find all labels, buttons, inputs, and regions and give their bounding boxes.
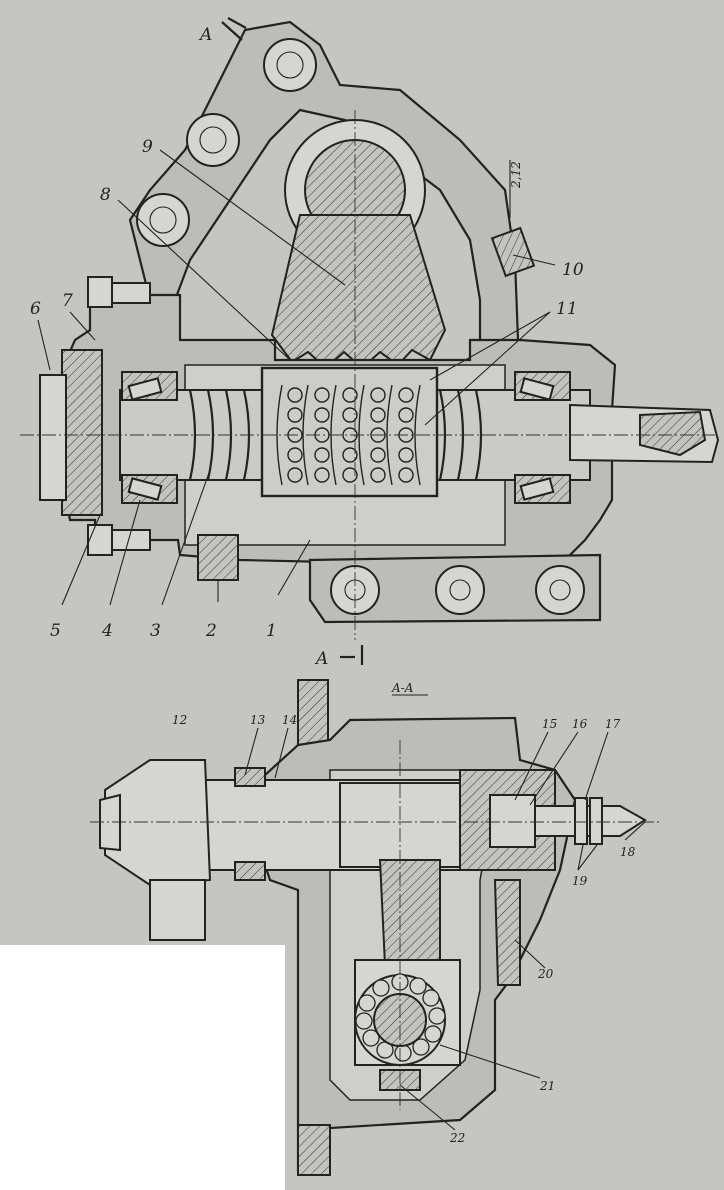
upper-flange <box>297 679 329 746</box>
leader-lines-top <box>37 149 556 606</box>
drain-plug <box>197 534 239 581</box>
callout-1: 1 <box>266 621 277 641</box>
lower-flange <box>297 1124 331 1176</box>
left-bearing <box>121 371 178 504</box>
callout-22: 22 <box>449 1131 465 1145</box>
sector-arm <box>378 859 441 966</box>
end-cover <box>61 349 103 516</box>
section-mark-label-2: A <box>314 649 328 669</box>
mounting-bosses <box>136 38 317 247</box>
leader-lines-bottom <box>244 727 646 1131</box>
callout-15: 15 <box>542 717 557 731</box>
cover-strap <box>493 879 521 986</box>
section-title: A-A <box>391 681 414 695</box>
lock-nut-1 <box>574 797 588 845</box>
top-section-view: A A 2,12 1 2 3 4 5 6 <box>20 17 720 669</box>
shaft-spline <box>639 410 707 457</box>
blank-corner <box>0 945 285 1190</box>
callout-2: 2 <box>205 621 217 641</box>
cover-plate <box>39 374 67 501</box>
dimension-label: 2,12 <box>509 161 523 189</box>
callout-8: 8 <box>100 185 111 205</box>
callout-4: 4 <box>101 621 113 641</box>
callout-7: 7 <box>62 291 73 311</box>
callout-9: 9 <box>142 137 153 157</box>
callout-20: 20 <box>537 967 554 981</box>
callout-3: 3 <box>150 621 161 641</box>
pitman-arm-nut <box>104 759 212 887</box>
lock-nut-2 <box>589 797 603 845</box>
callout-6: 6 <box>30 299 41 319</box>
section-marker-top: A <box>198 17 247 45</box>
right-bearing <box>514 371 571 504</box>
filler-plug <box>490 226 536 278</box>
callout-19: 19 <box>572 874 588 888</box>
pitman-arm <box>149 879 206 941</box>
seal-bottom <box>234 861 266 881</box>
callout-13: 13 <box>250 713 266 727</box>
callout-12: 12 <box>172 713 187 727</box>
seal-top <box>234 767 266 787</box>
callout-21: 21 <box>539 1079 555 1093</box>
lower-bosses <box>330 565 585 615</box>
gear-sector <box>270 214 447 370</box>
callout-5: 5 <box>50 621 61 641</box>
callout-10: 10 <box>562 260 584 280</box>
section-a-a-view: A-A <box>90 679 660 1176</box>
adjuster-head <box>489 794 536 848</box>
section-mark-label: A <box>198 25 212 45</box>
nut-end <box>99 793 121 852</box>
section-marker-bottom: A <box>314 645 364 669</box>
callout-18: 18 <box>620 845 636 859</box>
callout-16: 16 <box>572 717 588 731</box>
callout-14: 14 <box>282 713 297 727</box>
callout-17: 17 <box>605 717 621 731</box>
callout-11: 11 <box>556 299 578 319</box>
bolts <box>87 276 151 556</box>
